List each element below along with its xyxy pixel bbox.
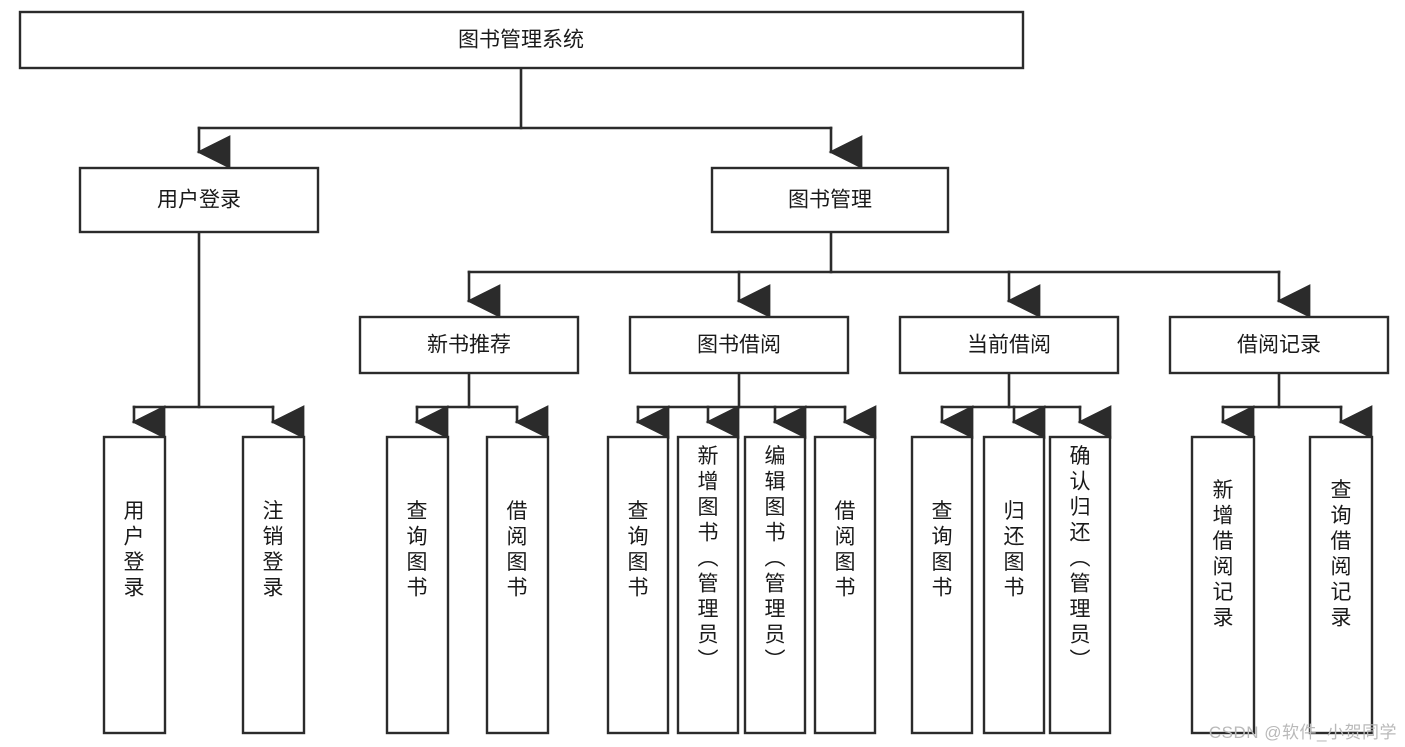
connectors-user-login-to-leaves <box>131 230 305 439</box>
node-current-borrow-label: 当前借阅 <box>967 334 1051 357</box>
connectors-book-manage-to-level3 <box>466 230 1311 318</box>
connectors-new-book-rec-to-leaves <box>414 371 549 439</box>
leaf-node-user-login-label: 用户登录 <box>124 500 145 600</box>
node-current-borrow-box <box>898 315 1120 375</box>
node-user-login-box <box>78 166 320 234</box>
leaf-node-return-book-box <box>982 435 1046 735</box>
connectors-root-to-level2 <box>196 66 863 169</box>
leaf-node-user-login-box <box>102 435 167 735</box>
node-new-book-rec[interactable]: 新书推荐 <box>358 315 580 375</box>
connectors-current-borrow-to-leaves <box>939 371 1112 439</box>
leaf-node-user-logout-box <box>241 435 306 735</box>
node-current-borrow[interactable]: 当前借阅 <box>898 315 1120 375</box>
leaf-node-edit-book[interactable]: 编辑图书︵管理员︶ <box>743 435 807 735</box>
leaf-node-query-book-1[interactable]: 查询图书 <box>385 435 450 735</box>
leaf-node-query-book-2-box <box>606 435 670 735</box>
leaf-node-user-logout-label: 注销登录 <box>263 500 284 600</box>
leaf-node-query-book-2[interactable]: 查询图书 <box>606 435 670 735</box>
leaf-node-borrow-book-2-box <box>813 435 877 735</box>
node-book-manage-box <box>710 166 950 234</box>
leaf-node-add-record-label: 新增借阅记录 <box>1213 479 1234 630</box>
leaf-node-query-book-1-box <box>385 435 450 735</box>
node-book-borrow-label: 图书借阅 <box>697 334 781 357</box>
node-user-login-label: 用户登录 <box>157 189 241 212</box>
leaf-node-add-book[interactable]: 新增图书︵管理员︶ <box>676 435 740 735</box>
leaf-node-borrow-book-2-label: 借阅图书 <box>835 500 856 600</box>
leaf-node-borrow-book-1-label: 借阅图书 <box>507 500 528 600</box>
leaf-node-edit-book-label: 编辑图书︵管理员︶ <box>765 445 786 672</box>
leaf-node-add-book-label: 新增图书︵管理员︶ <box>698 445 719 672</box>
node-borrow-record-box <box>1168 315 1390 375</box>
node-root-box <box>18 10 1025 70</box>
leaf-node-query-book-1-label: 查询图书 <box>407 500 428 600</box>
leaf-node-borrow-book-2[interactable]: 借阅图书 <box>813 435 877 735</box>
leaf-node-add-book-box <box>676 435 740 735</box>
node-borrow-record[interactable]: 借阅记录 <box>1168 315 1390 375</box>
node-root-label: 图书管理系统 <box>458 29 584 52</box>
leaf-node-query-book-3[interactable]: 查询图书 <box>910 435 974 735</box>
node-borrow-record-label: 借阅记录 <box>1237 334 1321 357</box>
connectors-borrow-record-to-leaves <box>1220 371 1373 439</box>
leaf-node-confirm-return-label: 确认归还︵管理员︶ <box>1070 445 1091 672</box>
leaf-node-user-logout[interactable]: 注销登录 <box>241 435 306 735</box>
leaf-node-query-record[interactable]: 查询借阅记录 <box>1308 435 1374 735</box>
node-book-borrow[interactable]: 图书借阅 <box>628 315 850 375</box>
node-new-book-rec-box <box>358 315 580 375</box>
leaf-node-query-book-2-label: 查询图书 <box>628 500 649 600</box>
node-book-manage[interactable]: 图书管理 <box>710 166 950 234</box>
leaf-node-query-record-box <box>1308 435 1374 735</box>
node-user-login[interactable]: 用户登录 <box>78 166 320 234</box>
leaf-node-confirm-return[interactable]: 确认归还︵管理员︶ <box>1048 435 1112 735</box>
node-new-book-rec-label: 新书推荐 <box>427 334 511 357</box>
leaf-node-return-book[interactable]: 归还图书 <box>982 435 1046 735</box>
leaf-node-confirm-return-box <box>1048 435 1112 735</box>
node-book-borrow-box <box>628 315 850 375</box>
node-root[interactable]: 图书管理系统 <box>18 10 1025 70</box>
leaf-node-return-book-label: 归还图书 <box>1004 500 1025 600</box>
leaf-node-user-login[interactable]: 用户登录 <box>102 435 167 735</box>
node-book-manage-label: 图书管理 <box>788 189 872 212</box>
connectors-book-borrow-to-leaves <box>635 371 877 439</box>
leaf-node-query-record-label: 查询借阅记录 <box>1331 479 1352 630</box>
leaf-node-add-record-box <box>1190 435 1256 735</box>
leaf-node-edit-book-box <box>743 435 807 735</box>
leaf-node-borrow-book-1-box <box>485 435 550 735</box>
leaf-node-add-record[interactable]: 新增借阅记录 <box>1190 435 1256 735</box>
leaf-node-borrow-book-1[interactable]: 借阅图书 <box>485 435 550 735</box>
leaf-node-query-book-3-label: 查询图书 <box>932 500 953 600</box>
leaf-node-query-book-3-box <box>910 435 974 735</box>
